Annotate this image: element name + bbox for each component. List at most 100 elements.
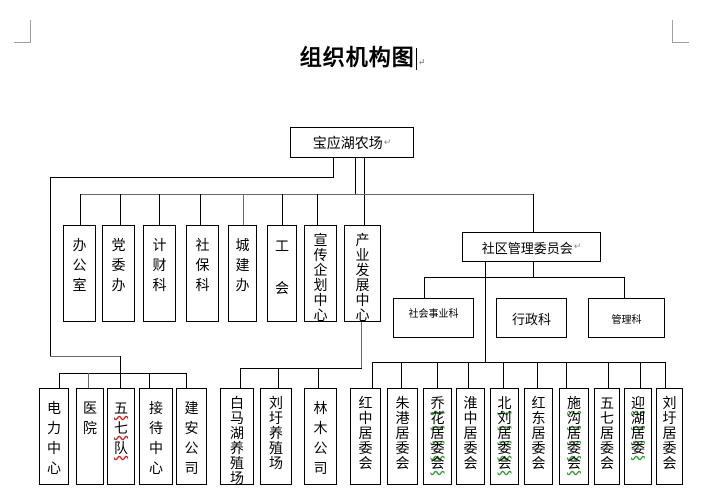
connector-line xyxy=(361,322,362,368)
org-node-residents-committee[interactable]: 朱港居委会 xyxy=(387,388,418,485)
org-node-social-affairs[interactable]: 社会事业科 xyxy=(393,298,474,338)
org-node-label: 红中居委会 xyxy=(358,396,373,472)
connector-line xyxy=(88,373,89,388)
connector-line xyxy=(240,368,241,388)
connector-line xyxy=(200,194,201,225)
org-node-community-committee[interactable]: 社区管理委员会↵ xyxy=(462,232,601,262)
org-node-party-office[interactable]: 党委办 xyxy=(102,225,135,322)
org-node-label: 五七队 xyxy=(114,401,128,457)
connector-line xyxy=(468,362,469,388)
connector-line xyxy=(278,368,279,388)
connector-line xyxy=(243,194,244,225)
org-node-label: 办公室 xyxy=(72,238,87,294)
connector-line xyxy=(333,157,334,177)
connector-line xyxy=(120,373,121,388)
org-node-publicity-center[interactable]: 宣传企划中心 xyxy=(304,225,337,324)
org-node-liuwei-farm[interactable]: 刘圩养殖场 xyxy=(260,388,292,485)
org-node-power-center[interactable]: 电力中心 xyxy=(39,388,69,485)
org-node-residents-committee[interactable]: 施沟居委会 xyxy=(559,388,589,485)
org-node-root[interactable]: 宝应湖农场↵ xyxy=(290,127,414,158)
org-node-label: 建安公司 xyxy=(184,401,199,477)
connector-line xyxy=(282,194,283,225)
org-node-industry-center[interactable]: 产业发展中心 xyxy=(344,225,381,324)
org-node-baimahu-farm[interactable]: 白马湖养殖场 xyxy=(220,388,254,487)
connector-line xyxy=(537,362,538,388)
org-node-label: 城建办 xyxy=(235,238,250,294)
connector-line xyxy=(665,362,666,388)
connector-line xyxy=(372,362,666,363)
connector-line xyxy=(318,368,319,388)
connector-line xyxy=(186,373,187,388)
connector-line xyxy=(485,261,486,363)
org-node-label: 社区管理委员会 xyxy=(481,241,573,257)
connector-line xyxy=(640,362,641,388)
org-node-label: 北刘居委会 xyxy=(497,396,512,472)
org-node-label: 迎湖居委 xyxy=(631,396,645,457)
org-node-label: 施沟居委会 xyxy=(567,396,581,472)
connector-line xyxy=(503,362,504,388)
connector-line xyxy=(120,356,121,374)
org-node-construction-company[interactable]: 建安公司 xyxy=(176,388,207,485)
org-node-residents-committee[interactable]: 红东居委会 xyxy=(524,388,553,485)
connector-line xyxy=(120,194,121,225)
connector-line xyxy=(533,194,534,232)
org-node-finance[interactable]: 计财科 xyxy=(143,225,176,322)
connector-line xyxy=(355,157,356,194)
org-node-residents-committee[interactable]: 五七居委会 xyxy=(594,388,620,485)
org-node-residents-committee[interactable]: 北刘居委会 xyxy=(490,388,519,485)
org-node-label: 工会 xyxy=(275,239,289,297)
connector-line xyxy=(533,261,534,277)
connector-line xyxy=(566,362,567,388)
org-node-administration[interactable]: 行政科 xyxy=(496,298,567,338)
connector-line xyxy=(608,362,609,388)
org-node-hospital[interactable]: 医院 xyxy=(76,388,104,485)
org-node-label: 朱港居委会 xyxy=(395,396,410,472)
org-node-label: 白马湖养殖场 xyxy=(230,396,244,487)
org-node-union[interactable]: 工会 xyxy=(267,225,297,322)
org-node-residents-committee[interactable]: 刘圩居委会 xyxy=(656,388,683,485)
org-node-residents-committee[interactable]: 淮中居委会 xyxy=(456,388,485,485)
crop-mark-top-right xyxy=(672,20,689,43)
paragraph-mark-icon: ↵ xyxy=(383,137,392,148)
connector-line xyxy=(149,373,150,388)
org-node-forestry-company[interactable]: 林木公司 xyxy=(304,388,337,485)
org-node-social-security[interactable]: 社保科 xyxy=(186,225,219,322)
org-node-label: 刘圩养殖场 xyxy=(269,396,283,472)
org-node-label: 社保科 xyxy=(195,238,210,294)
org-node-label: 接待中心 xyxy=(149,401,163,477)
org-node-label: 乔花居委会 xyxy=(430,396,445,472)
org-node-residents-committee[interactable]: 迎湖居委 xyxy=(624,388,652,485)
page-title[interactable]: 组织机构图↵ xyxy=(0,40,726,72)
connector-line xyxy=(364,157,365,225)
org-node-label: 五七居委会 xyxy=(600,396,614,472)
connector-line xyxy=(159,194,160,225)
org-node-label: 产业发展中心 xyxy=(355,233,370,324)
org-node-residents-committee[interactable]: 红中居委会 xyxy=(350,388,381,485)
page-title-text: 组织机构图 xyxy=(299,45,415,71)
org-node-residents-committee[interactable]: 乔花居委会 xyxy=(423,388,452,485)
org-node-label: 计财科 xyxy=(152,238,167,294)
connector-line xyxy=(59,373,60,388)
org-node-label: 红东居委会 xyxy=(531,396,546,472)
connector-line xyxy=(372,362,373,388)
org-node-57-team[interactable]: 五七队 xyxy=(107,388,135,485)
connector-line xyxy=(80,194,81,225)
org-node-management[interactable]: 管理科 xyxy=(588,298,665,338)
connector-line xyxy=(437,362,438,388)
connector-line xyxy=(50,177,51,357)
org-node-urban-construction[interactable]: 城建办 xyxy=(228,225,257,322)
org-node-label: 林木公司 xyxy=(313,401,328,477)
connector-line xyxy=(240,368,362,369)
org-node-reception-center[interactable]: 接待中心 xyxy=(139,388,173,485)
org-node-label: 宣传企划中心 xyxy=(313,233,328,324)
text-cursor xyxy=(415,48,417,70)
crop-mark-top-left xyxy=(14,20,31,43)
connector-line xyxy=(424,277,425,298)
org-node-label: 医院 xyxy=(83,401,97,437)
connector-line xyxy=(624,277,625,298)
org-node-label: 刘圩居委会 xyxy=(662,396,677,472)
org-node-office[interactable]: 办公室 xyxy=(63,225,96,322)
connector-line xyxy=(50,356,121,357)
connector-line xyxy=(401,362,402,388)
connector-line xyxy=(317,194,318,225)
